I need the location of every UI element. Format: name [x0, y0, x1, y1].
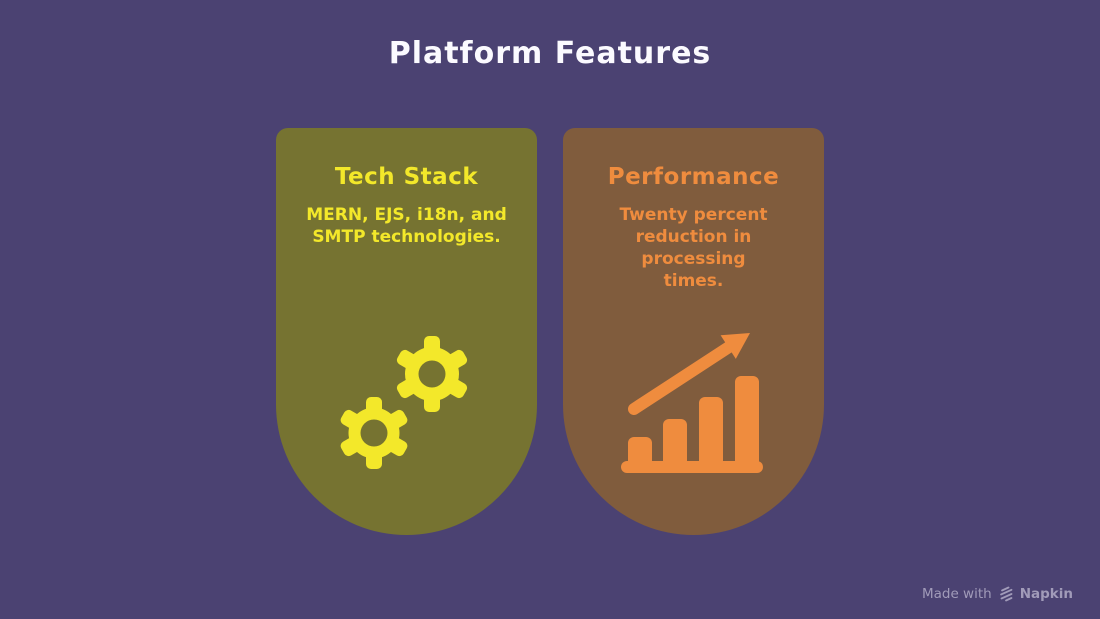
card-tech-stack-heading: Tech Stack [334, 164, 479, 190]
watermark-brand: Napkin [1019, 586, 1073, 602]
napkin-logo-icon [999, 586, 1013, 602]
watermark-prefix: Made with [921, 586, 992, 602]
card-tech-stack: Tech Stack MERN, EJS, i18n, and SMTP tec… [276, 128, 537, 535]
gears-icon [340, 336, 468, 469]
made-with-napkin-link[interactable]: Made with Napkin [922, 586, 1073, 602]
card-tech-stack-body: MERN, EJS, i18n, and SMTP technologies. [306, 205, 507, 247]
card-performance: Performance Twenty percent reduction in … [563, 128, 824, 535]
growth-bar-chart-icon [621, 333, 763, 473]
card-performance-heading: Performance [607, 164, 780, 190]
page-title: Platform Features [388, 36, 712, 71]
card-performance-body: Twenty percent reduction in processing t… [619, 205, 768, 291]
